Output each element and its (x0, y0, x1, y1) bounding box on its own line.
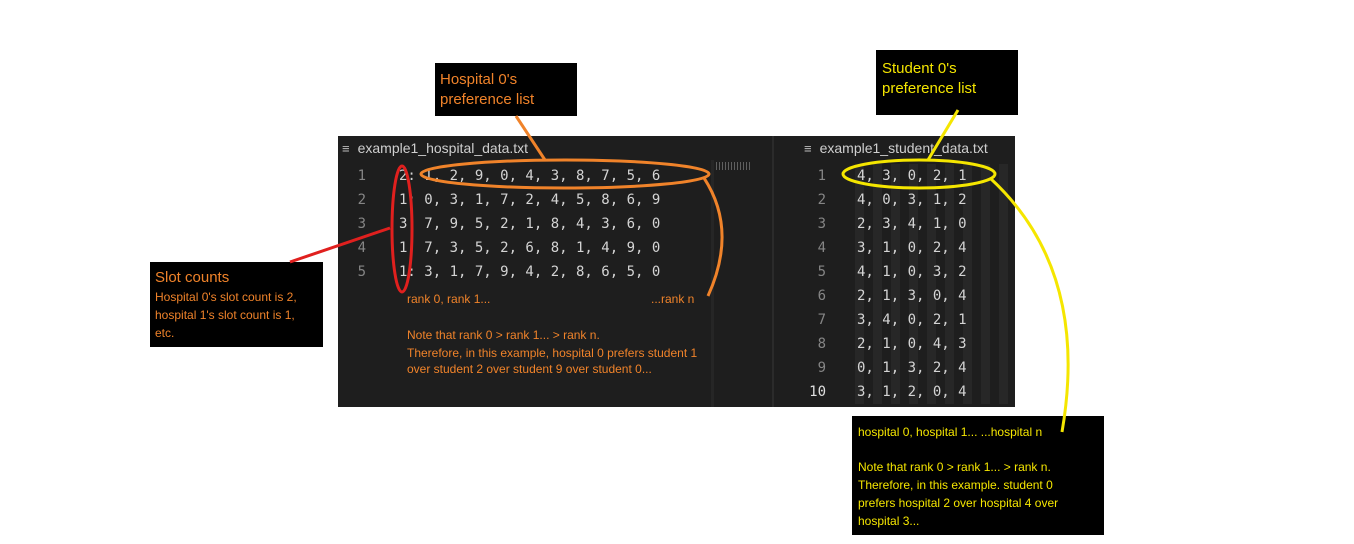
line-number: 3 (817, 216, 826, 232)
callout-line: hospital 3... (858, 514, 920, 528)
callout-title: Slot counts (155, 269, 230, 286)
editor-split-divider[interactable] (772, 136, 774, 407)
line-text: 2, 1, 3, 0, 4 (857, 288, 967, 304)
tab-student-data[interactable]: ≡ example1_student_data.txt (800, 136, 988, 160)
line-number: 7 (817, 312, 826, 328)
code-line[interactable]: 1 4, 3, 0, 2, 1 (774, 164, 967, 188)
code-line[interactable]: 8 2, 1, 0, 4, 3 (774, 332, 967, 356)
code-line[interactable]: 4 3, 1, 0, 2, 4 (774, 236, 967, 260)
line-text: 4, 3, 0, 2, 1 (857, 168, 967, 184)
line-text: 2, 3, 4, 1, 0 (857, 216, 967, 232)
line-number: 1 (357, 168, 366, 184)
code-lines: 1 4, 3, 0, 2, 1 2 4, 0, 3, 1, 2 3 2, 3, … (774, 164, 967, 404)
code-line[interactable]: 6 2, 1, 3, 0, 4 (774, 284, 967, 308)
line-number: 8 (817, 336, 826, 352)
line-text: 4, 1, 0, 3, 2 (857, 264, 967, 280)
line-text: 2: 1, 2, 9, 0, 4, 3, 8, 7, 5, 6 (399, 168, 661, 184)
code-line[interactable]: 1 2: 1, 2, 9, 0, 4, 3, 8, 7, 5, 6 (338, 164, 661, 188)
line-number: 10 (809, 384, 826, 400)
line-text: 1: 0, 3, 1, 7, 2, 4, 5, 8, 6, 9 (399, 192, 661, 208)
slot-counts-callout: Slot counts Hospital 0's slot count is 2… (150, 262, 323, 347)
line-text: 3: 7, 9, 5, 2, 1, 8, 4, 3, 6, 0 (399, 216, 661, 232)
hospital-preference-callout: Hospital 0's preference list (435, 63, 577, 116)
code-line[interactable]: 7 3, 4, 0, 2, 1 (774, 308, 967, 332)
callout-line: etc. (155, 326, 175, 340)
line-number: 2 (817, 192, 826, 208)
callout-line: Therefore, in this example. student 0 (858, 478, 1053, 492)
code-line[interactable]: 2 1: 0, 3, 1, 7, 2, 4, 5, 8, 6, 9 (338, 188, 661, 212)
code-line[interactable]: 3 3: 7, 9, 5, 2, 1, 8, 4, 3, 6, 0 (338, 212, 661, 236)
line-text: 3, 4, 0, 2, 1 (857, 312, 967, 328)
code-line[interactable]: 5 1: 3, 1, 7, 9, 4, 2, 8, 6, 5, 0 (338, 260, 661, 284)
slot-counts-connector (289, 226, 391, 264)
line-number: 1 (817, 168, 826, 184)
code-line[interactable]: 4 1: 7, 3, 5, 2, 6, 8, 1, 4, 9, 0 (338, 236, 661, 260)
line-number: 5 (817, 264, 826, 280)
rank-start-label: rank 0, rank 1... (407, 292, 491, 306)
student-preference-callout: Student 0's preference list (876, 50, 1018, 115)
slot-counts-ellipse (390, 164, 414, 294)
callout-header: hospital 0, hospital 1... ...hospital n (858, 425, 1043, 439)
callout-line: hospital 1's slot count is 1, (155, 308, 295, 322)
student-callout-connector (926, 109, 960, 161)
student-editor-pane: ≡ example1_student_data.txt 1 4, 3, 0, 2… (774, 136, 1015, 407)
student-note-curve (988, 176, 1070, 433)
line-text: 1: 7, 3, 5, 2, 6, 8, 1, 4, 9, 0 (399, 240, 661, 256)
hospital-pref-ellipse (419, 158, 711, 190)
callout-line: preference list (882, 80, 977, 97)
student-note-callout: hospital 0, hospital 1... ...hospital n … (852, 416, 1104, 535)
callout-line: Hospital 0's slot count is 2, (155, 290, 297, 304)
code-line[interactable]: 9 0, 1, 3, 2, 4 (774, 356, 967, 380)
file-lines-icon: ≡ (342, 140, 350, 156)
line-text: 1: 3, 1, 7, 9, 4, 2, 8, 6, 5, 0 (399, 264, 661, 280)
code-line[interactable]: 10 3, 1, 2, 0, 4 (774, 380, 967, 404)
line-number: 9 (817, 360, 826, 376)
rank-arc (702, 177, 724, 297)
callout-line: prefers hospital 2 over hospital 4 over (858, 496, 1059, 510)
tab-hospital-data[interactable]: ≡ example1_hospital_data.txt (338, 136, 528, 160)
callout-line: Student 0's (882, 60, 957, 77)
hospital-callout-connector (514, 115, 547, 161)
file-lines-icon: ≡ (804, 140, 812, 156)
line-text: 3, 1, 2, 0, 4 (857, 384, 967, 400)
callout-line: Hospital 0's (440, 71, 518, 88)
line-text: 3, 1, 0, 2, 4 (857, 240, 967, 256)
note-line: Therefore, in this example, hospital 0 p… (407, 346, 698, 360)
line-number: 3 (357, 216, 366, 232)
student-pref-ellipse (841, 158, 997, 190)
code-line[interactable]: 2 4, 0, 3, 1, 2 (774, 188, 967, 212)
minimap[interactable] (716, 162, 752, 170)
code-lines: 1 2: 1, 2, 9, 0, 4, 3, 8, 7, 5, 6 2 1: 0… (338, 164, 661, 284)
line-text: 0, 1, 3, 2, 4 (857, 360, 967, 376)
line-number: 6 (817, 288, 826, 304)
note-line: over student 2 over student 9 over stude… (407, 362, 652, 376)
line-text: 2, 1, 0, 4, 3 (857, 336, 967, 352)
note-line: Note that rank 0 > rank 1... > rank n. (407, 328, 600, 342)
tab-label: example1_student_data.txt (819, 140, 988, 156)
line-number: 2 (357, 192, 366, 208)
code-line[interactable]: 5 4, 1, 0, 3, 2 (774, 260, 967, 284)
line-number: 5 (357, 264, 366, 280)
whitespace-highlight (855, 164, 1015, 404)
line-number: 4 (357, 240, 366, 256)
rank-end-label: ...rank n (651, 292, 695, 306)
code-line[interactable]: 3 2, 3, 4, 1, 0 (774, 212, 967, 236)
line-number: 4 (817, 240, 826, 256)
callout-line: Note that rank 0 > rank 1... > rank n. (858, 460, 1051, 474)
line-text: 4, 0, 3, 1, 2 (857, 192, 967, 208)
tab-label: example1_hospital_data.txt (357, 140, 529, 156)
callout-line: preference list (440, 91, 535, 108)
